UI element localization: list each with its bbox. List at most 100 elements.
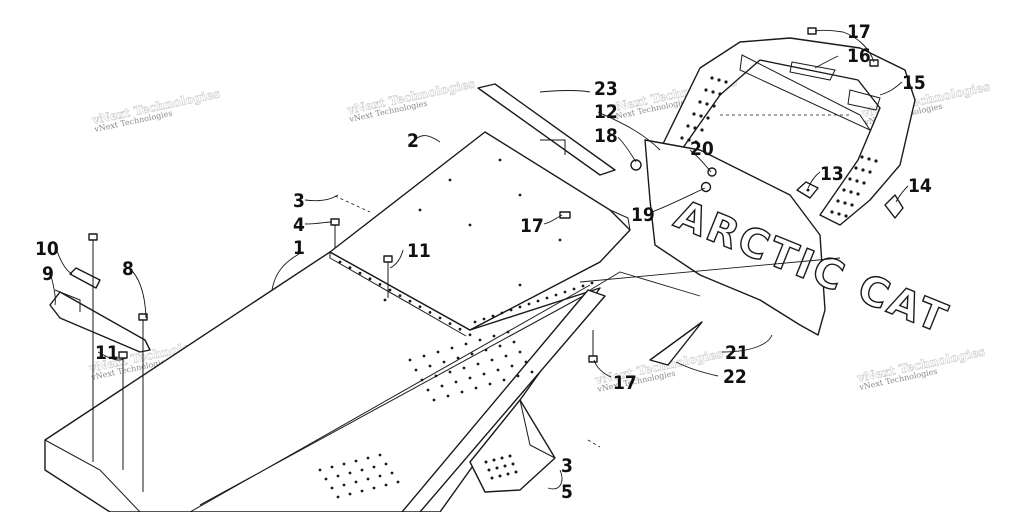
rivet-hole xyxy=(842,188,846,192)
rivet-hole xyxy=(717,78,721,82)
rivet-hole xyxy=(426,388,430,392)
rivet-hole xyxy=(383,298,387,302)
bracket-clip-part xyxy=(884,194,904,219)
callout-10: 10 xyxy=(35,238,59,260)
rivet-hole xyxy=(368,277,372,281)
rivet-hole xyxy=(487,468,491,472)
rivet-hole xyxy=(495,466,499,470)
rivet-hole xyxy=(378,283,382,286)
rivet-hole xyxy=(718,92,722,96)
rivet-hole xyxy=(836,199,840,203)
callout-11: 11 xyxy=(407,240,431,262)
callout-18: 18 xyxy=(594,125,618,147)
rivet-hole xyxy=(498,344,502,348)
rivet-hole xyxy=(686,124,690,128)
callout-17-bottom: 17 xyxy=(613,372,637,394)
callout-12: 12 xyxy=(594,101,618,123)
rivet-hole xyxy=(324,477,328,481)
rivet-hole xyxy=(366,477,370,481)
rivet-hole xyxy=(511,462,515,466)
clip-part xyxy=(796,181,819,199)
rivet-hole xyxy=(342,483,346,487)
rivet-hole xyxy=(360,468,364,472)
rivet-hole xyxy=(318,468,322,472)
rivet-hole xyxy=(724,80,728,84)
rivet-hole xyxy=(492,334,496,338)
rivet-hole xyxy=(492,458,496,462)
rivet-hole xyxy=(468,223,472,227)
rivet-hole xyxy=(446,394,450,398)
callout-5: 5 xyxy=(561,481,573,503)
rivet-hole xyxy=(850,203,854,207)
rivet-hole xyxy=(448,178,452,182)
rivet-hole xyxy=(862,181,866,185)
rivet-hole xyxy=(468,376,472,380)
callout-23: 23 xyxy=(594,78,618,100)
rivet-hole xyxy=(498,474,502,478)
rivet-hole xyxy=(518,305,522,309)
rivet-hole xyxy=(484,460,488,464)
rivet-hole xyxy=(442,360,446,364)
callout-3-lower: 3 xyxy=(561,455,573,477)
callout-11-left: 11 xyxy=(95,342,119,364)
rivet-hole xyxy=(484,348,488,352)
rivet-hole xyxy=(336,495,340,499)
nut-part xyxy=(630,159,717,193)
rivet-hole xyxy=(514,470,518,474)
rivet-hole xyxy=(372,465,376,469)
rivet-hole xyxy=(470,352,474,356)
rivet-hole xyxy=(687,138,691,142)
rivet-hole xyxy=(384,462,388,466)
rivet-hole xyxy=(460,390,464,394)
rivet-hole xyxy=(506,330,510,334)
side-rail-part xyxy=(401,289,606,512)
rivet-hole xyxy=(418,208,422,212)
rivet-hole xyxy=(422,354,426,358)
rivet-hole xyxy=(710,76,714,80)
rivet-hole xyxy=(516,374,520,378)
rivet-hole xyxy=(502,378,506,382)
rivet-hole xyxy=(448,322,452,325)
callout-19: 19 xyxy=(631,204,655,226)
rivet-hole xyxy=(680,136,684,140)
rivet-hole xyxy=(536,299,540,303)
rivet-hole xyxy=(436,350,440,354)
rivet-hole xyxy=(849,190,853,194)
rivet-hole xyxy=(498,158,502,162)
callout-labels: 1 2 3 4 3 5 8 9 10 11 11 12 13 14 15 16 … xyxy=(35,21,932,503)
rivet-hole xyxy=(366,456,370,460)
rivet-hole xyxy=(408,299,412,303)
rivet-hole xyxy=(856,192,860,196)
rivet-hole xyxy=(500,311,504,315)
rivet-hole xyxy=(418,305,422,309)
rivet-hole xyxy=(490,476,494,480)
rivet-hole xyxy=(420,378,424,382)
rivet-hole xyxy=(854,166,858,170)
assembly-lines xyxy=(334,195,841,448)
rivet-hole xyxy=(874,159,878,163)
rivet-hole xyxy=(843,201,847,205)
callout-4: 4 xyxy=(293,214,305,236)
rivet-hole xyxy=(378,453,382,457)
callout-14: 14 xyxy=(908,175,932,197)
bolt-part xyxy=(88,27,879,492)
rivet-hole xyxy=(860,155,864,159)
rivet-hole xyxy=(855,179,859,183)
rivet-hole xyxy=(518,193,522,197)
rivet-hole xyxy=(330,486,334,490)
rivet-hole xyxy=(504,354,508,358)
rivet-hole xyxy=(488,382,492,386)
rivet-hole xyxy=(482,317,486,321)
rivet-hole xyxy=(354,459,358,463)
rivet-hole xyxy=(342,462,346,466)
rivet-hole xyxy=(490,358,494,362)
rivet-hole xyxy=(468,333,472,337)
callout-13: 13 xyxy=(820,163,844,185)
rivet-hole xyxy=(440,384,444,388)
rivet-hole xyxy=(390,471,394,475)
rivet-hole xyxy=(448,370,452,374)
rivet-hole xyxy=(428,311,432,314)
rivet-hole xyxy=(844,214,848,218)
